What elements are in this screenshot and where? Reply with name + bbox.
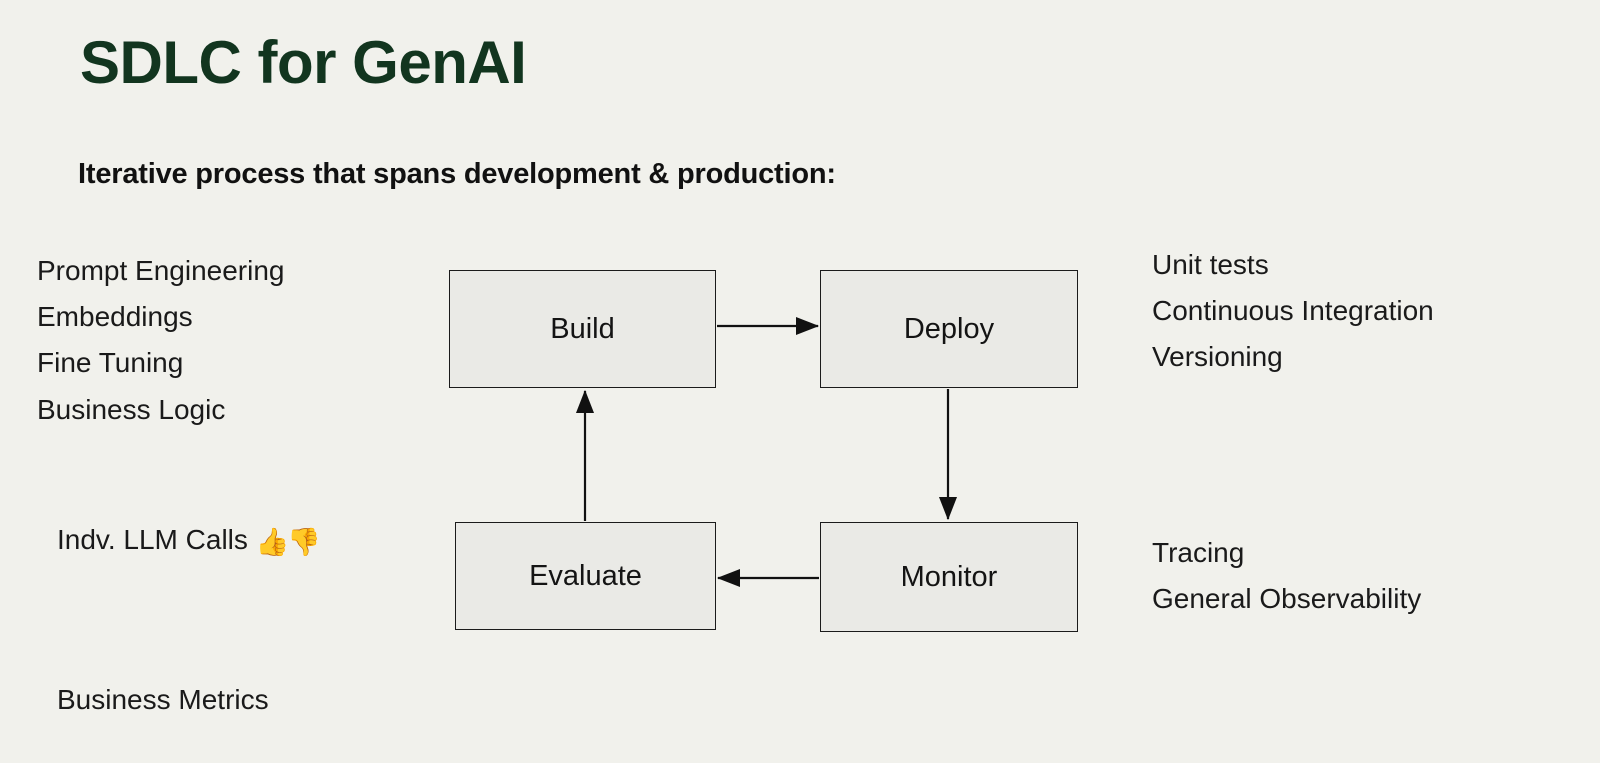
page-subtitle: Iterative process that spans development… bbox=[78, 158, 836, 190]
annotation-line: Fine Tuning bbox=[37, 347, 184, 379]
annotation-line: Tracing bbox=[1152, 537, 1245, 568]
annotation-right-bottom: Tracing General Observability bbox=[1152, 530, 1421, 622]
llm-calls-label: Indv. LLM Calls bbox=[57, 524, 248, 555]
node-build[interactable]: Build bbox=[449, 270, 716, 388]
node-deploy[interactable]: Deploy bbox=[820, 270, 1078, 388]
annotation-line: Embeddings bbox=[37, 301, 193, 333]
thumbs-up-icon: 👍 bbox=[255, 527, 290, 557]
annotation-right-top: Unit tests Continuous Integration Versio… bbox=[1152, 242, 1434, 381]
annotation-left-top: Prompt Engineering Embeddings Fine Tunin… bbox=[37, 248, 284, 433]
annotation-line: Versioning bbox=[1152, 341, 1283, 373]
annotation-line: Business Logic bbox=[37, 393, 226, 425]
page-title: SDLC for GenAI bbox=[80, 29, 527, 96]
thumbs-down-icon: 👎 bbox=[287, 527, 321, 557]
annotation-business-metrics: Business Metrics bbox=[57, 684, 269, 715]
annotation-llm-calls: Indv. LLM Calls 👍👎 bbox=[57, 524, 321, 558]
node-monitor[interactable]: Monitor bbox=[820, 522, 1078, 632]
annotation-line: Continuous Integration bbox=[1152, 295, 1434, 327]
annotation-line: Unit tests bbox=[1152, 249, 1269, 280]
node-evaluate[interactable]: Evaluate bbox=[455, 522, 716, 630]
annotation-line: General Observability bbox=[1152, 583, 1422, 615]
annotation-line: Prompt Engineering bbox=[37, 255, 285, 286]
